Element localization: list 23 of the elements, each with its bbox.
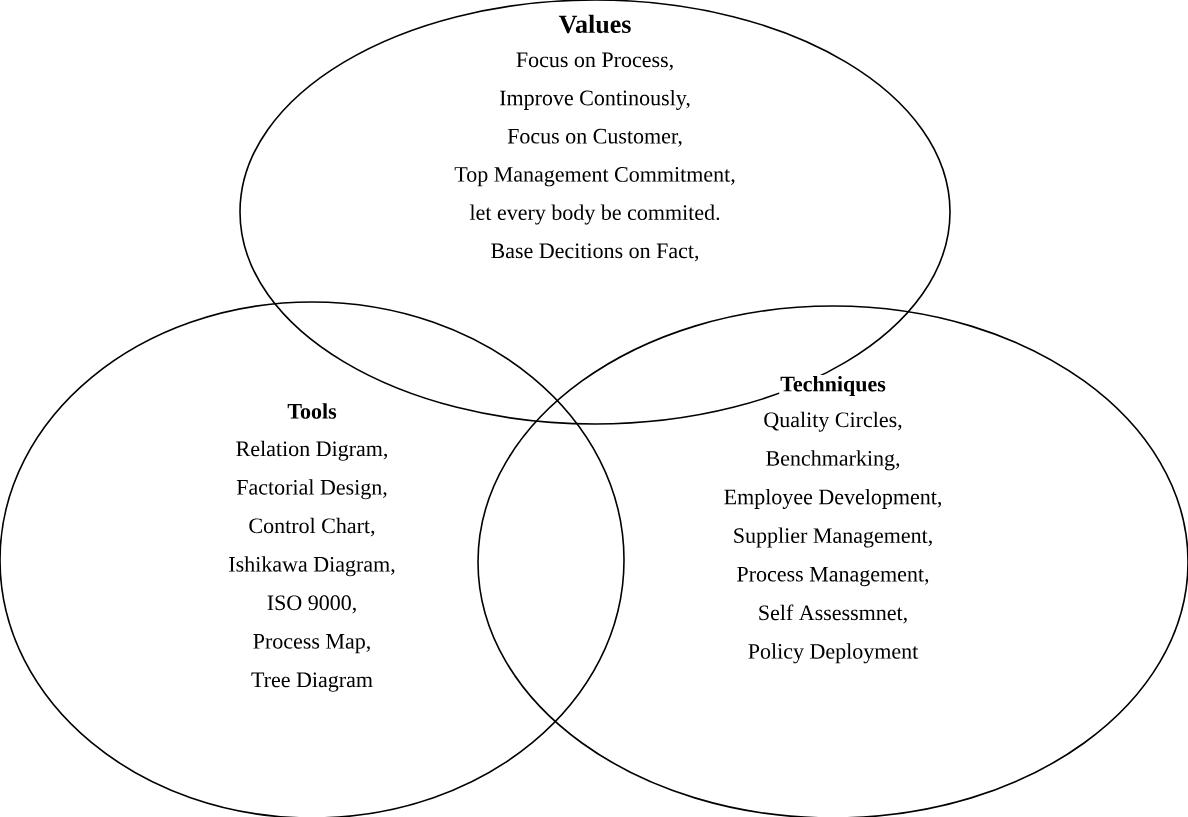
list-item: Focus on Process, <box>516 52 673 71</box>
list-item: let every body be commited. <box>469 204 720 225</box>
list-item: Quality Circles, <box>764 411 902 432</box>
list-item: Improve Continously, <box>499 89 690 110</box>
list-item: Relation Digram, <box>236 440 387 461</box>
list-item: Employee Development, <box>724 488 941 509</box>
list-item: Supplier Management, <box>734 527 932 548</box>
list-item: ISO 9000, <box>267 595 356 614</box>
list-item: Factorial Design, <box>236 479 387 500</box>
list-item: Focus on Customer, <box>507 128 682 147</box>
heading: Techniques <box>779 375 887 397</box>
list-item: Ishikawa Diagram, <box>229 556 395 577</box>
list-item: Process Map, <box>253 634 370 654</box>
list-item: Benchmarking, <box>766 450 900 471</box>
heading: Tools <box>286 402 338 420</box>
heading: Values <box>557 13 633 35</box>
list-item: Base Decitions on Fact, <box>491 243 699 262</box>
list-item: Top Management Commitment, <box>454 167 735 187</box>
list-item: Self Assessmnet, <box>759 604 907 624</box>
list-item: Tree Diagram <box>251 672 373 692</box>
list-item: Process Management, <box>737 567 929 587</box>
list-item: Policy Deployment <box>748 643 919 664</box>
list-item: Control Chart, <box>249 517 375 537</box>
